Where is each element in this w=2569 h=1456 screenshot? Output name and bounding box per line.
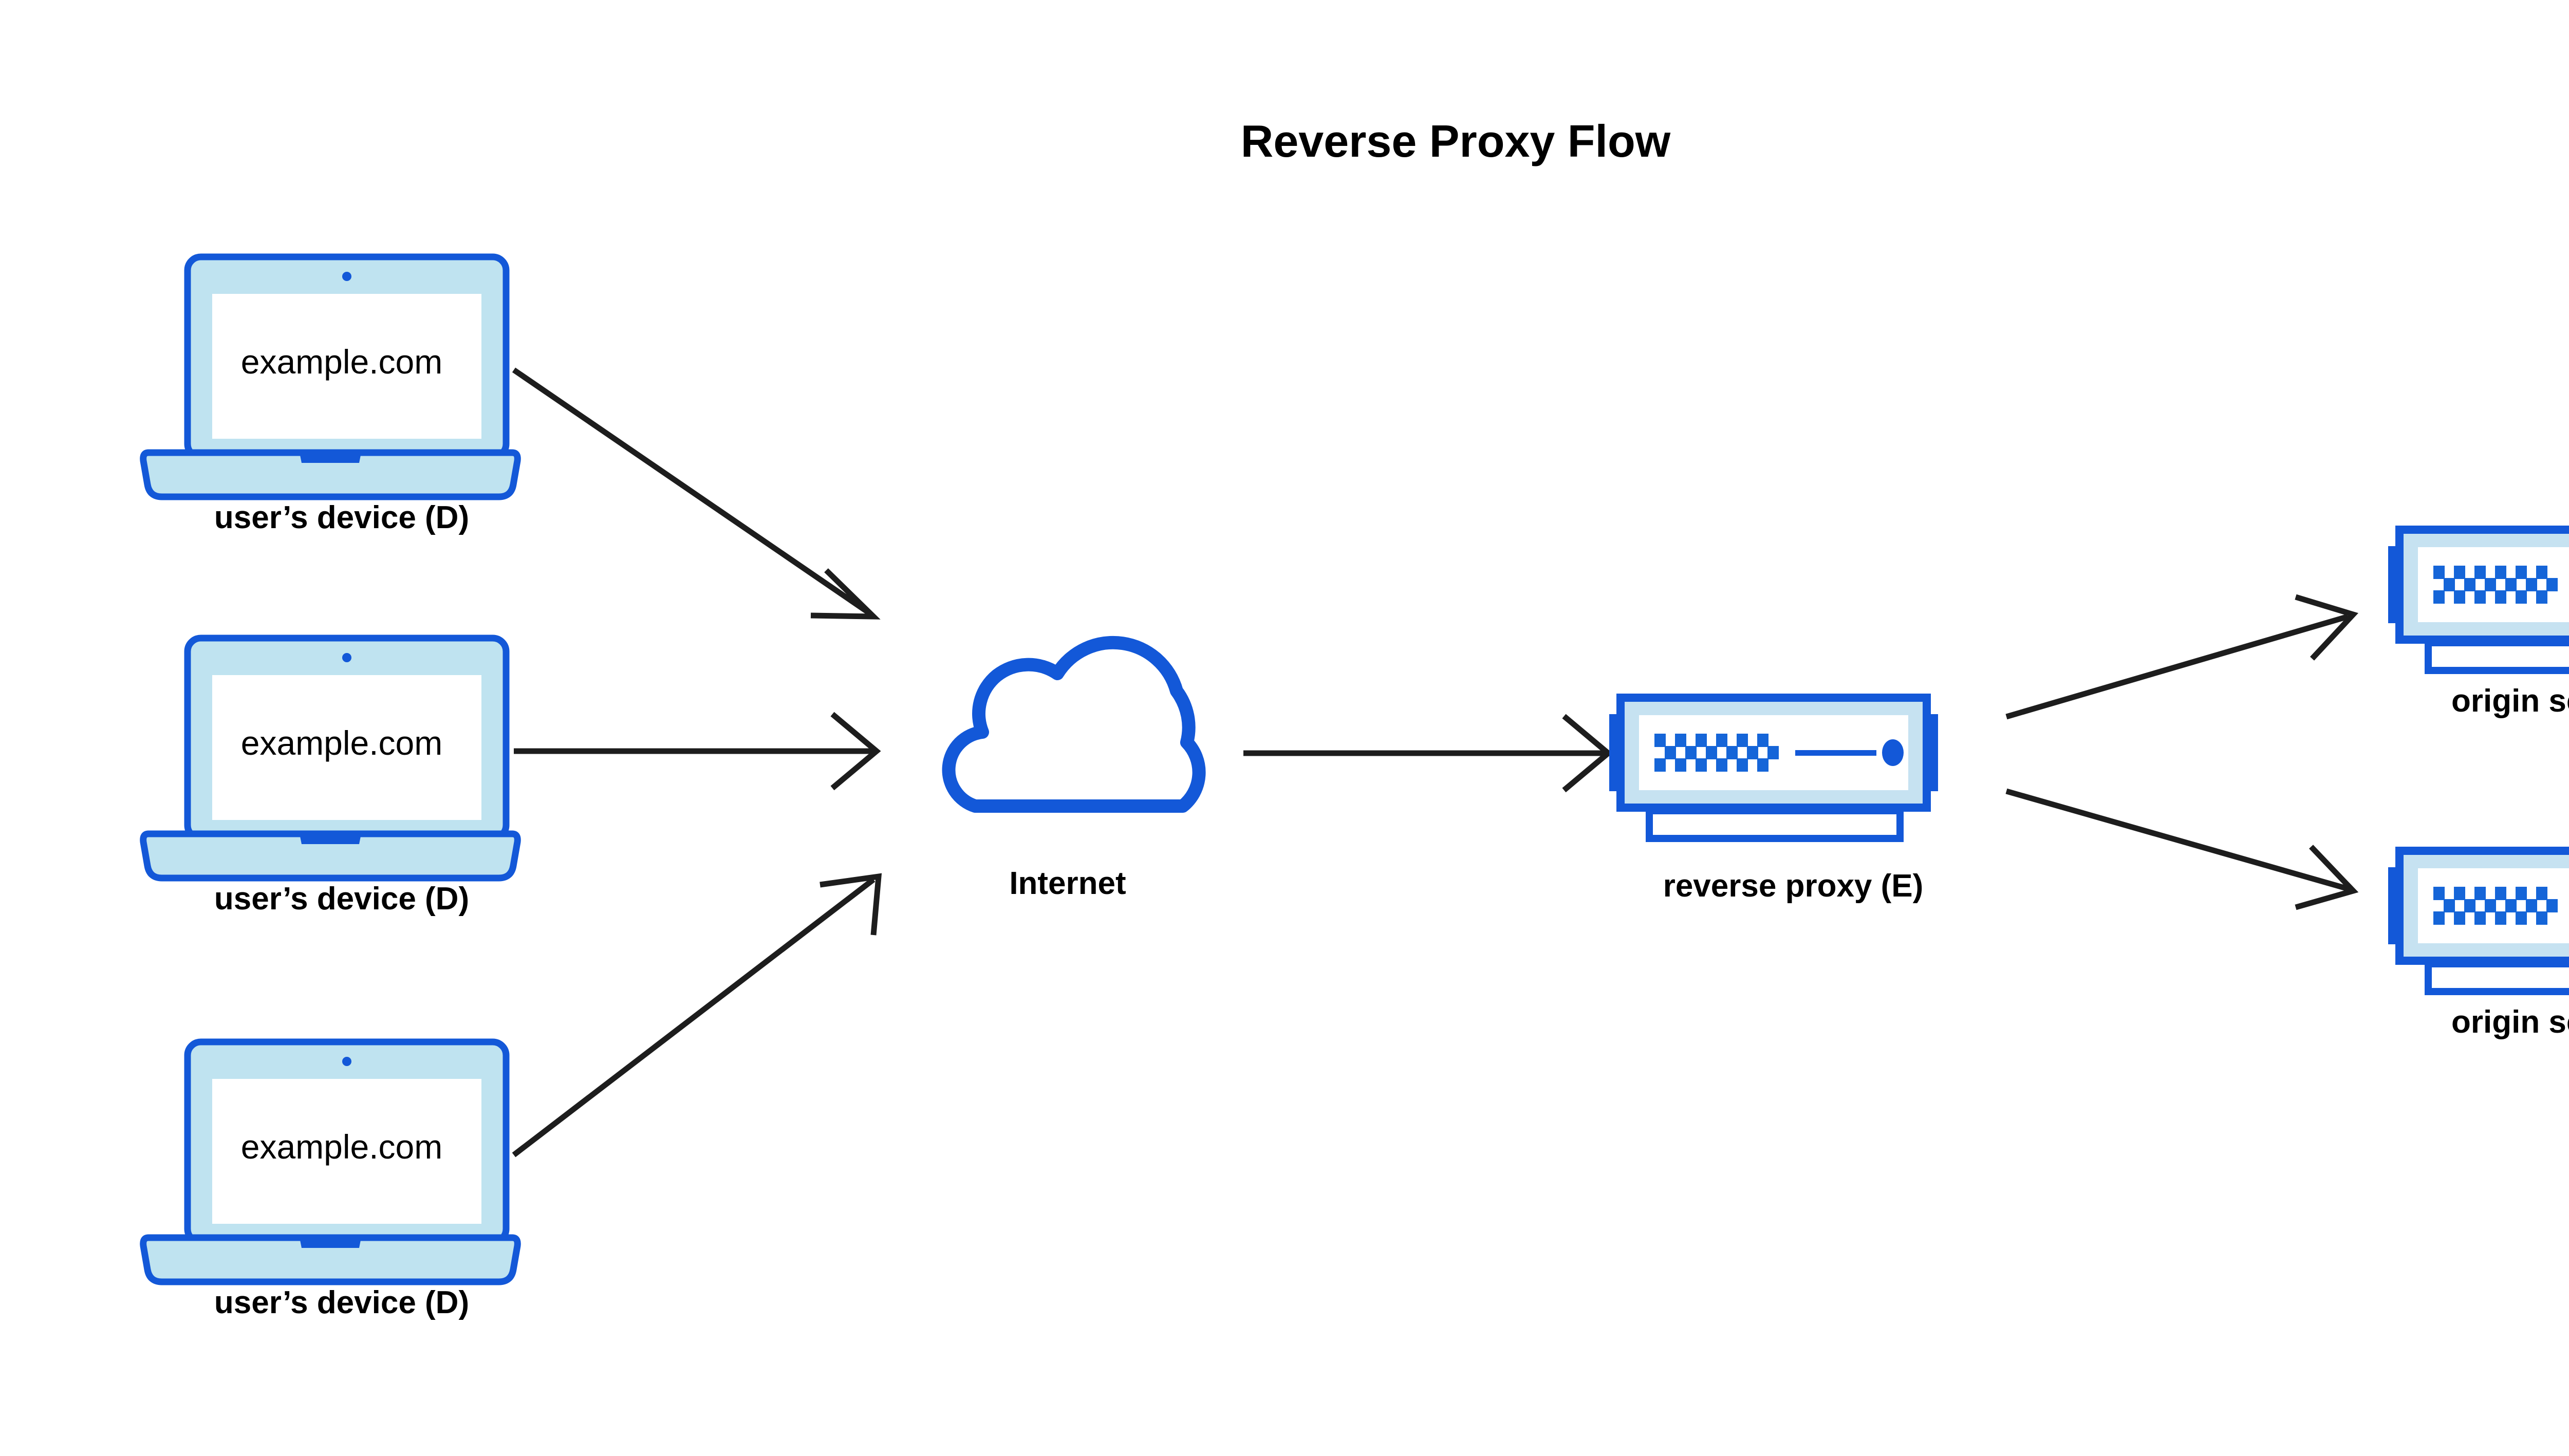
arrow-reverse-proxy-to-origin-bottom xyxy=(2005,788,2359,910)
node-origin-server-bottom[interactable]: origin server (F) xyxy=(2388,851,2569,1040)
arrow-client-middle-to-internet xyxy=(514,712,881,791)
server-icon xyxy=(2388,530,2569,670)
arrow-internet-to-reverse-proxy xyxy=(1243,714,1613,793)
reverse-proxy-label: reverse proxy (E) xyxy=(1663,868,1924,904)
node-client-bottom[interactable]: example.com user’s device (D) xyxy=(143,1042,518,1320)
client-top-screen-text: example.com xyxy=(241,343,443,381)
server-icon xyxy=(1609,698,1938,838)
node-origin-server-top[interactable]: origin server (F) xyxy=(2388,530,2569,719)
server-icon xyxy=(2388,851,2569,992)
client-middle-label: user’s device (D) xyxy=(214,881,469,917)
origin-top-label: origin server (F) xyxy=(2451,683,2569,719)
client-middle-screen-text: example.com xyxy=(241,724,443,762)
cloud-icon xyxy=(949,643,1199,806)
arrow-client-bottom-to-internet xyxy=(512,873,882,1158)
laptop-base-icon xyxy=(143,834,518,878)
origin-bottom-label: origin server (F) xyxy=(2451,1004,2569,1040)
client-top-label: user’s device (D) xyxy=(214,500,469,535)
laptop-base-icon xyxy=(143,1238,518,1282)
connector-layer xyxy=(512,367,2359,1158)
laptop-base-icon xyxy=(143,453,518,497)
node-client-top[interactable]: example.com user’s device (D) xyxy=(143,257,518,535)
node-client-middle[interactable]: example.com user’s device (D) xyxy=(143,638,518,917)
client-bottom-label: user’s device (D) xyxy=(214,1285,469,1320)
node-internet[interactable]: Internet xyxy=(949,643,1199,901)
page-title: Reverse Proxy Flow xyxy=(1241,116,1671,166)
arrow-client-top-to-internet xyxy=(512,367,881,620)
node-reverse-proxy[interactable]: reverse proxy (E) xyxy=(1609,698,1938,904)
arrow-reverse-proxy-to-origin-top xyxy=(2005,594,2359,720)
internet-label: Internet xyxy=(1009,866,1126,901)
client-bottom-screen-text: example.com xyxy=(241,1128,443,1166)
